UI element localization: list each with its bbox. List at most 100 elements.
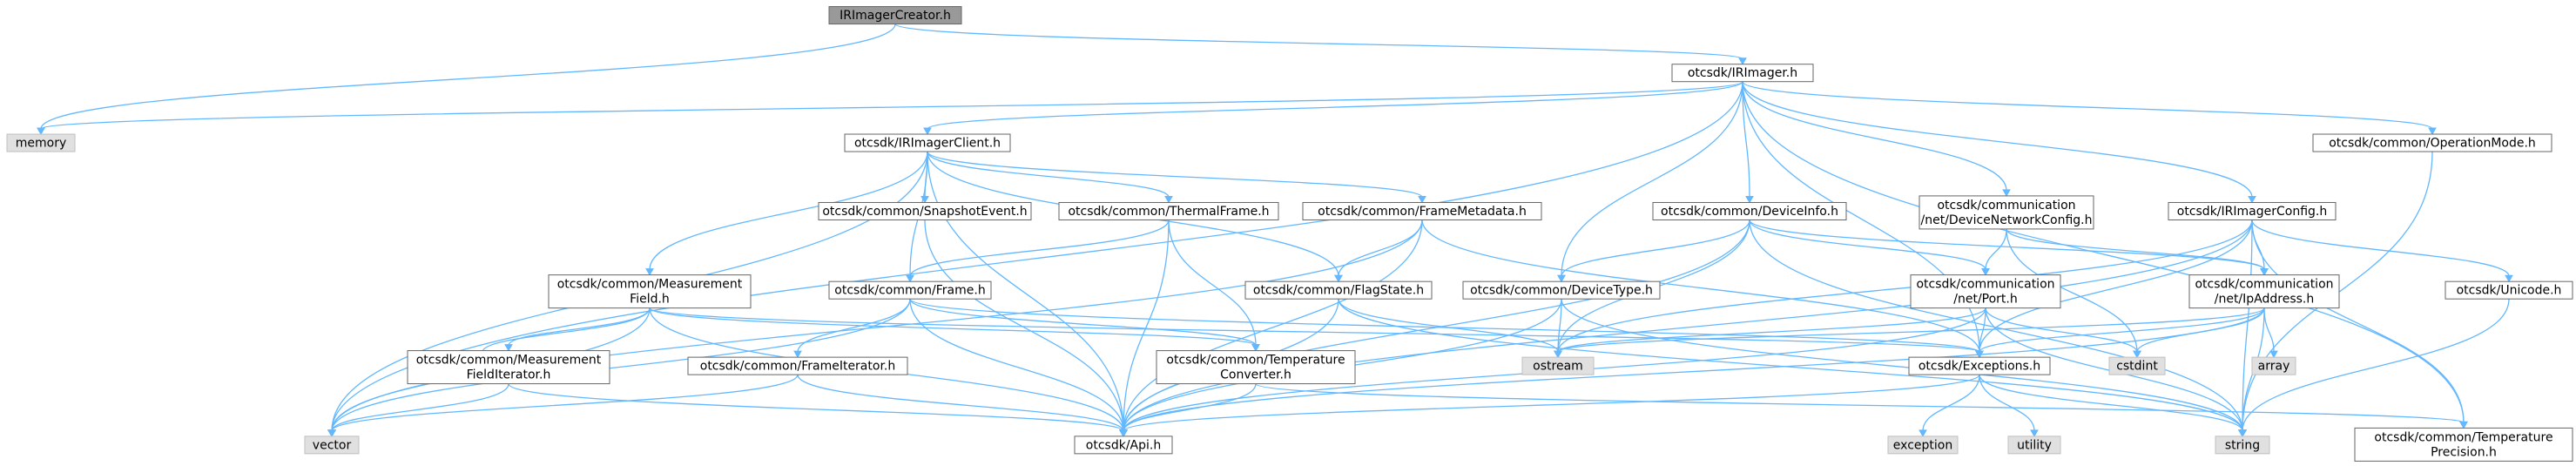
node-flag-state[interactable]: otcsdk/common/FlagState.h [1244,280,1433,300]
node-label-measurement-field-0: otcsdk/common/Measurement [557,278,743,292]
node-thermal-frame[interactable]: otcsdk/common/ThermalFrame.h [1058,201,1279,220]
node-frame-iterator[interactable]: otcsdk/common/FrameIterator.h [687,356,908,375]
node-label-temperature-precision-1: Precision.h [2431,445,2497,459]
node-api[interactable]: otcsdk/Api.h [1074,436,1173,455]
edge-frame-iterator-to-api [797,374,1124,432]
node-ostream: ostream [1521,356,1595,375]
arrowhead-ip-address-to-array [2269,350,2278,359]
node-label-ip-address-0: otcsdk/communication [2195,278,2333,292]
node-irimager-config[interactable]: otcsdk/IRImagerConfig.h [2168,201,2337,220]
node-label-frame-iterator-0: otcsdk/common/FrameIterator.h [700,360,896,374]
arrowhead-irimager-to-device-info [1745,195,1754,204]
node-label-device-type-0: otcsdk/common/DeviceType.h [1470,284,1653,298]
node-unicode[interactable]: otcsdk/Unicode.h [2445,280,2573,300]
arrowhead-irimager-client-to-snapshot-event [920,195,929,204]
node-label-measurement-field-iterator-0: otcsdk/common/Measurement [416,354,602,368]
node-label-exceptions-0: otcsdk/Exceptions.h [1919,360,2040,374]
node-box-vector [304,436,360,455]
edge-frame-metadata-to-api [1123,219,1423,431]
edge-irimager-to-memory [40,81,1743,130]
node-device-network-config[interactable]: otcsdk/communication/net/DeviceNetworkCo… [1919,195,2094,230]
node-irimager[interactable]: otcsdk/IRImager.h [1671,64,1814,83]
edge-frame-to-api [909,299,1124,431]
node-label-frame-metadata-0: otcsdk/common/FrameMetadata.h [1318,205,1527,219]
arrowhead-irimager-config-to-ip-address [2260,268,2269,276]
node-box-port [1910,274,2061,309]
node-frame[interactable]: otcsdk/common/Frame.h [828,280,992,300]
arrowhead-exceptions-to-utility [2030,429,2039,437]
node-box-device-info [1652,201,1847,220]
node-label-temperature-converter-1: Converter.h [1220,368,1291,382]
node-label-irimager-config-0: otcsdk/IRImagerConfig.h [2177,205,2327,219]
edge-irimager-to-device-network-config [1742,81,2007,191]
node-operation-mode[interactable]: otcsdk/common/OperationMode.h [2312,133,2552,152]
edge-irimager-config-to-unicode [2251,219,2510,277]
node-exception: exception [1887,436,1959,455]
edge-irimager-to-operation-mode [1742,81,2433,130]
node-label-ostream-0: ostream [1533,360,1583,374]
arrowhead-ip-address-to-ostream [1554,350,1562,359]
node-box-exception [1887,436,1959,455]
node-irimager-client[interactable]: otcsdk/IRImagerClient.h [844,133,1011,152]
arrowhead-thermal-frame-to-frame [906,274,914,283]
edge-temperature-converter-to-api [1123,383,1257,432]
node-ip-address[interactable]: otcsdk/communication/net/IpAddress.h [2188,274,2340,309]
node-frame-metadata[interactable]: otcsdk/common/FrameMetadata.h [1302,201,1542,220]
arrowhead-device-network-config-to-port [1981,268,1990,276]
node-label-ip-address-1: /net/IpAddress.h [2215,293,2315,307]
node-box-ostream [1521,356,1595,375]
edge-device-info-to-device-type [1561,219,1750,277]
edge-frame-to-vector [331,299,911,431]
edge-frame-metadata-to-flag-state [1338,219,1423,277]
node-device-type[interactable]: otcsdk/common/DeviceType.h [1462,280,1661,300]
node-box-ip-address [2188,274,2340,309]
edge-snapshot-event-to-api [924,219,1124,431]
arrowhead-irimager-to-operation-mode [2428,127,2437,136]
arrowhead-irimager-creator-to-irimager [1738,57,1747,65]
arrowhead-irimager-client-to-frame-metadata [1418,195,1426,204]
node-snapshot-event[interactable]: otcsdk/common/SnapshotEvent.h [818,201,1032,220]
node-label-port-0: otcsdk/communication [1916,278,2054,292]
node-label-api-0: otcsdk/Api.h [1086,438,1161,452]
node-box-string [2215,436,2270,455]
node-device-info[interactable]: otcsdk/common/DeviceInfo.h [1652,201,1847,220]
edge-measurement-field-to-measurement-field-iterator [508,307,651,346]
edge-port-to-exceptions [1979,307,1986,353]
edge-device-network-config-to-cstdint [2006,228,2138,353]
node-memory: memory [6,133,76,152]
node-box-frame [828,280,992,300]
node-label-measurement-field-iterator-1: FieldIterator.h [467,368,551,382]
edge-frame-metadata-to-vector [331,219,1423,431]
node-label-frame-0: otcsdk/common/Frame.h [834,284,985,298]
arrowhead-irimager-to-irimager-client [923,127,932,136]
node-exceptions[interactable]: otcsdk/Exceptions.h [1908,356,2051,375]
edge-device-info-to-port [1749,219,1986,270]
node-irimager-creator[interactable]: IRImagerCreator.h [828,6,962,25]
node-label-device-network-config-0: otcsdk/communication [1937,199,2075,213]
node-array: array [2251,356,2296,375]
arrowhead-frame-iterator-to-vector [327,429,336,437]
edge-irimager-creator-to-irimager [894,23,1743,60]
edge-measurement-field-to-temperature-converter [649,307,1257,347]
edge-exceptions-to-utility [1979,375,2035,431]
edge-device-type-to-string [1561,299,2243,431]
arrowhead-frame-to-temperature-converter [1251,344,1260,352]
edge-ip-address-to-exceptions [1979,307,2265,353]
node-box-measurement-field-iterator [407,350,610,385]
edge-irimager-to-temperature-precision [1742,81,2465,423]
edge-irimager-client-to-thermal-frame [927,151,1170,198]
node-box-irimager-creator [828,6,962,25]
edge-exceptions-to-string [1979,374,2243,432]
node-label-port-1: /net/Port.h [1953,293,2018,307]
dependency-nodes: IRImagerCreator.h otcsdk/IRImager.h memory… [6,6,2573,462]
edge-temperature-converter-to-temperature-precision [1255,382,2465,423]
node-port[interactable]: otcsdk/communication/net/Port.h [1910,274,2061,309]
edge-device-info-to-api [1123,219,1750,431]
node-box-snapshot-event [818,201,1032,220]
node-box-unicode [2445,280,2573,300]
